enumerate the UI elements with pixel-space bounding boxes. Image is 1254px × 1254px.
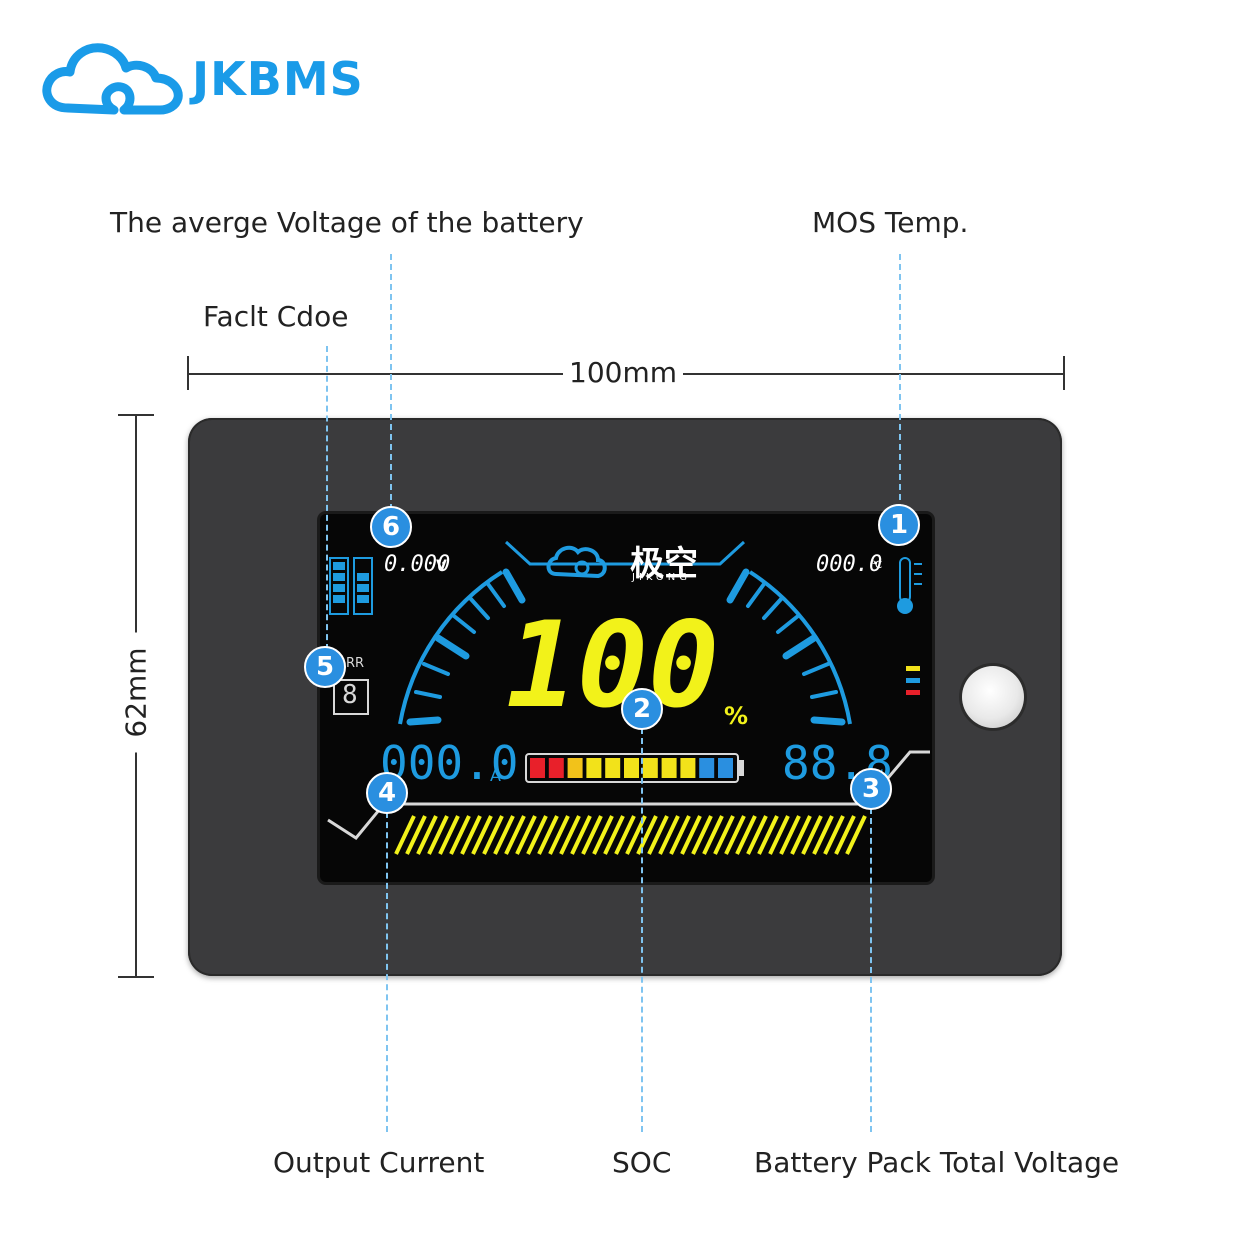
guide-line-1 <box>899 254 901 510</box>
soc-callout: SOC <box>612 1146 672 1179</box>
hatch-stripe <box>592 815 614 855</box>
fault-prefix: RR <box>346 656 365 671</box>
hatch-stripe <box>658 815 680 855</box>
badge-6: 6 <box>370 506 412 548</box>
hatch-stripe <box>493 815 515 855</box>
control-button[interactable] <box>962 666 1024 728</box>
jikong-logo-en: JIKONG <box>632 572 692 583</box>
output-current-callout: Output Current <box>273 1146 485 1179</box>
guide-line-3 <box>870 808 872 1132</box>
height-dimension: 62mm <box>118 414 158 978</box>
avg-voltage-unit: V <box>436 558 447 574</box>
soc-value: 100 <box>506 596 720 734</box>
cloud-icon <box>42 43 183 115</box>
height-label: 62mm <box>119 632 153 753</box>
pack-voltage-callout: Battery Pack Total Voltage <box>754 1146 1120 1179</box>
avg-voltage-value: 0.000 <box>384 552 451 577</box>
hatch-stripe <box>713 815 735 855</box>
hatch-stripe <box>691 815 713 855</box>
current-hatch-bar <box>394 815 867 855</box>
hatch-stripe <box>537 815 559 855</box>
hatch-stripe <box>504 815 526 855</box>
jikong-cloud-icon <box>546 545 607 579</box>
fault-digit: 8 <box>342 680 358 710</box>
soc-bar-segment <box>624 758 639 778</box>
soc-bar-segment <box>642 758 658 778</box>
soc-bar-segment <box>718 758 733 778</box>
thermometer-icon <box>897 557 922 614</box>
hatch-stripe <box>427 815 449 855</box>
soc-bar-segment <box>661 758 677 778</box>
soc-bar-segment <box>567 758 583 778</box>
guide-line-2 <box>641 728 643 1132</box>
badge-5: 5 <box>304 646 346 688</box>
fault-code-box <box>333 679 369 715</box>
hatch-stripe <box>460 815 482 855</box>
left-gauge-ticks <box>406 568 526 726</box>
soc-bar <box>530 758 733 778</box>
fault-code-callout: Faclt Cdoe <box>203 300 349 333</box>
hatch-stripe <box>570 815 592 855</box>
hatch-stripe <box>471 815 493 855</box>
guide-line-5 <box>326 346 328 650</box>
hatch-stripe <box>680 815 702 855</box>
soc-bar-segment <box>548 758 564 778</box>
mos-temp-value: 000.0 <box>816 552 883 577</box>
hatch-stripe <box>746 815 768 855</box>
hatch-stripe <box>647 815 669 855</box>
hatch-stripe <box>581 815 603 855</box>
avg-voltage-callout: The averge Voltage of the battery <box>110 206 584 239</box>
hatch-stripe <box>482 815 504 855</box>
soc-bar-segment <box>605 758 621 778</box>
soc-bar-segment <box>699 758 715 778</box>
hatch-stripe <box>405 815 427 855</box>
soc-bar-segment <box>530 758 545 778</box>
hatch-stripe <box>449 815 471 855</box>
battery-level-icon <box>329 557 373 615</box>
hatch-stripe <box>394 815 416 855</box>
hatch-stripe <box>790 815 812 855</box>
badge-4: 4 <box>366 772 408 814</box>
mos-temp-unit: ℃ <box>871 560 883 571</box>
hatch-stripe <box>757 815 779 855</box>
hatch-stripe <box>614 815 636 855</box>
hatch-stripe <box>702 815 724 855</box>
current-unit: A <box>490 766 501 785</box>
jikong-logo-cn: 极空 <box>630 544 698 584</box>
badge-2: 2 <box>621 688 663 730</box>
brand-name: JKBMS <box>192 52 364 106</box>
hatch-stripe <box>669 815 691 855</box>
hatch-stripe <box>559 815 581 855</box>
hatch-stripe <box>768 815 790 855</box>
hatch-stripe <box>779 815 801 855</box>
hatch-stripe <box>724 815 746 855</box>
hatch-stripe <box>801 815 823 855</box>
hatch-stripe <box>526 815 548 855</box>
badge-1: 1 <box>878 504 920 546</box>
hatch-stripe <box>515 815 537 855</box>
soc-bar-segment <box>680 758 696 778</box>
hatch-stripe <box>834 815 856 855</box>
soc-bar-segment <box>586 758 602 778</box>
hatch-stripe <box>735 815 757 855</box>
right-gauge-ticks <box>726 568 846 726</box>
soc-unit: % <box>724 702 749 730</box>
brand-logo: JKBMS <box>40 38 363 122</box>
hatch-stripe <box>416 815 438 855</box>
hatch-stripe <box>548 815 570 855</box>
hatch-stripe <box>845 815 867 855</box>
hatch-stripe <box>438 815 460 855</box>
mos-temp-callout: MOS Temp. <box>812 206 969 239</box>
hatch-stripe <box>812 815 834 855</box>
guide-line-4 <box>386 812 388 1132</box>
hatch-stripe <box>823 815 845 855</box>
hatch-stripe <box>603 815 625 855</box>
width-dimension: 100mm <box>187 356 1065 392</box>
width-label: 100mm <box>563 356 683 389</box>
badge-3: 3 <box>850 768 892 810</box>
guide-line-6 <box>390 254 392 510</box>
